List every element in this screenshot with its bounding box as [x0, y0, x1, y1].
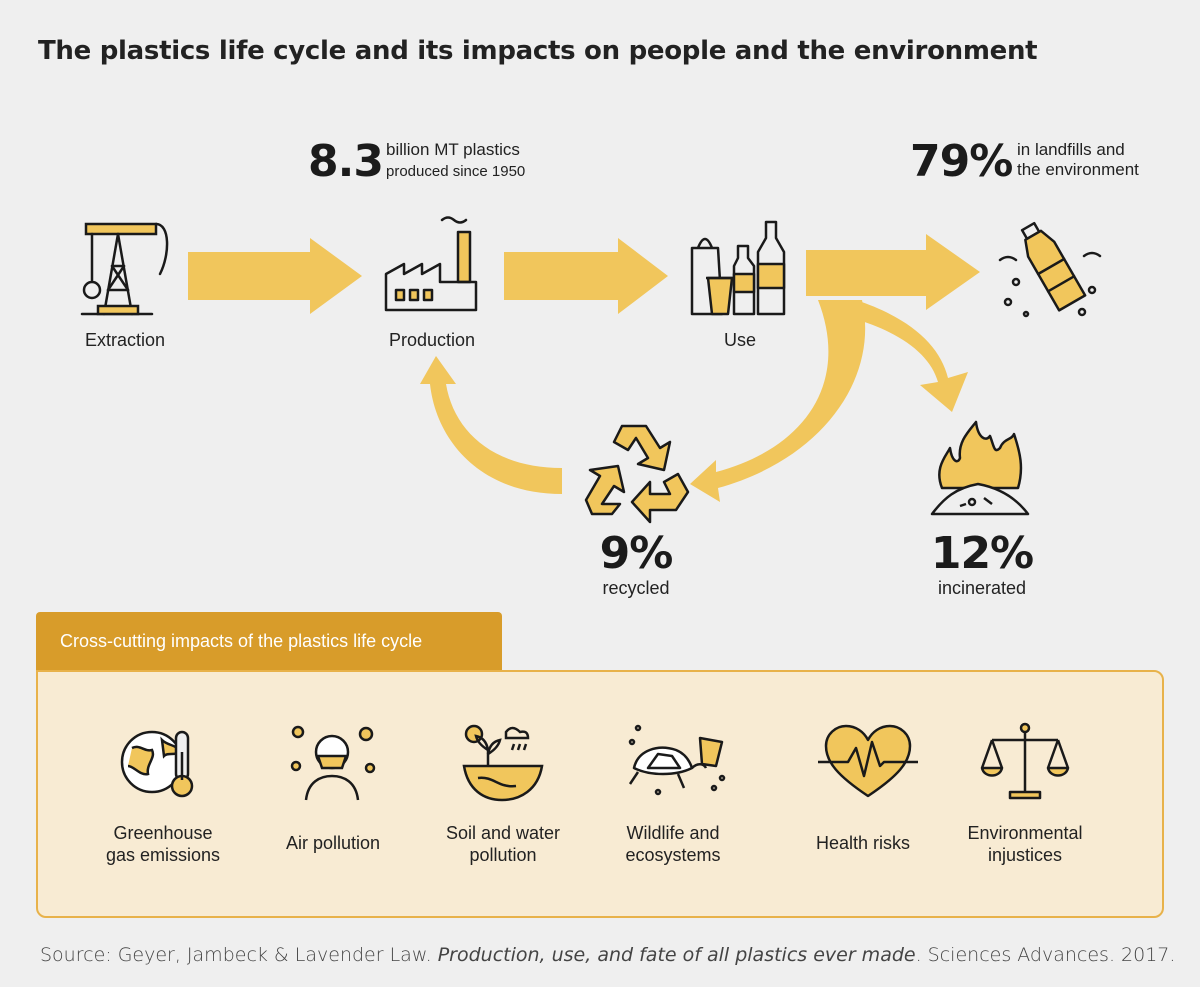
- stage-label-use: Use: [723, 330, 756, 350]
- fire-icon: [930, 420, 1030, 516]
- arrow-extraction-to-production: [188, 238, 362, 314]
- arrow-use-to-recycle: [690, 300, 866, 502]
- impact-item-health: Health risks: [778, 672, 948, 920]
- source-title: Production, use, and fate of all plastic…: [437, 944, 916, 966]
- discarded-bottle-icon: [998, 221, 1102, 318]
- stage-label-extraction: Extraction: [84, 330, 166, 350]
- factory-icon: [384, 216, 478, 312]
- arrow-production-to-use: [504, 238, 668, 314]
- incinerated-label: incinerated: [937, 578, 1027, 598]
- impact-label-line2: gas emissions: [105, 845, 221, 865]
- globe-thermometer-icon: [120, 730, 194, 798]
- impact-item-air-pollution: Air pollution: [248, 672, 418, 920]
- scales-icon: [980, 722, 1070, 800]
- incinerated-value: 12%: [930, 528, 1034, 579]
- page-title: The plastics life cycle and its impacts …: [38, 36, 1038, 66]
- impact-label-line1: Greenhouse: [113, 823, 213, 843]
- pumpjack-icon: [80, 222, 169, 316]
- landfill-value: 79%: [910, 136, 1013, 187]
- impact-item-greenhouse: Greenhouse gas emissions: [78, 672, 248, 920]
- consumer-products-icon: [690, 220, 786, 316]
- recycled-value: 9%: [599, 528, 674, 579]
- impact-item-wildlife: Wildlife and ecosystems: [588, 672, 758, 920]
- landfill-desc-line1: in landfills and: [1017, 140, 1125, 159]
- impact-item-soil-water: Soil and water pollution: [418, 672, 588, 920]
- impact-label-line2: pollution: [469, 845, 537, 865]
- landfill-desc-line2: the environment: [1017, 160, 1139, 179]
- flow-arrows: [188, 234, 980, 502]
- recycled-label: recycled: [602, 578, 670, 598]
- impact-label-line2: ecosystems: [625, 845, 721, 865]
- impact-label-line1: Soil and water: [445, 823, 561, 843]
- heart-pulse-icon: [818, 724, 918, 798]
- stage-label-production: Production: [388, 330, 476, 350]
- impact-label-line2: injustices: [987, 845, 1063, 865]
- source-prefix: Source: Geyer, Jambeck & Lavender Law.: [40, 944, 438, 966]
- production-desc-line1: billion MT plastics: [386, 140, 520, 159]
- production-value: 8.3: [308, 136, 384, 187]
- production-desc-line2: produced since 1950: [386, 163, 526, 180]
- impact-item-injustice: Environmental injustices: [940, 672, 1110, 920]
- turtle-cup-icon: [628, 724, 726, 796]
- soil-water-icon: [462, 724, 544, 802]
- impact-label-line1: Wildlife and: [626, 823, 720, 843]
- impact-label-line1: Health risks: [815, 833, 911, 853]
- impact-label-line1: Air pollution: [285, 833, 381, 853]
- source-citation: Source: Geyer, Jambeck & Lavender Law. P…: [40, 944, 1175, 966]
- recycle-icon: [584, 424, 690, 524]
- arrow-recycle-to-production: [420, 356, 562, 494]
- masked-person-icon: [290, 725, 376, 801]
- arrow-use-to-incineration: [852, 300, 968, 412]
- arrow-use-to-landfill: [806, 234, 980, 310]
- impacts-heading: Cross-cutting impacts of the plastics li…: [36, 612, 502, 670]
- impact-label-line1: Environmental: [967, 823, 1083, 843]
- source-suffix: . Sciences Advances. 2017.: [915, 944, 1176, 966]
- impacts-panel: Greenhouse gas emissions Air pollution: [36, 670, 1164, 918]
